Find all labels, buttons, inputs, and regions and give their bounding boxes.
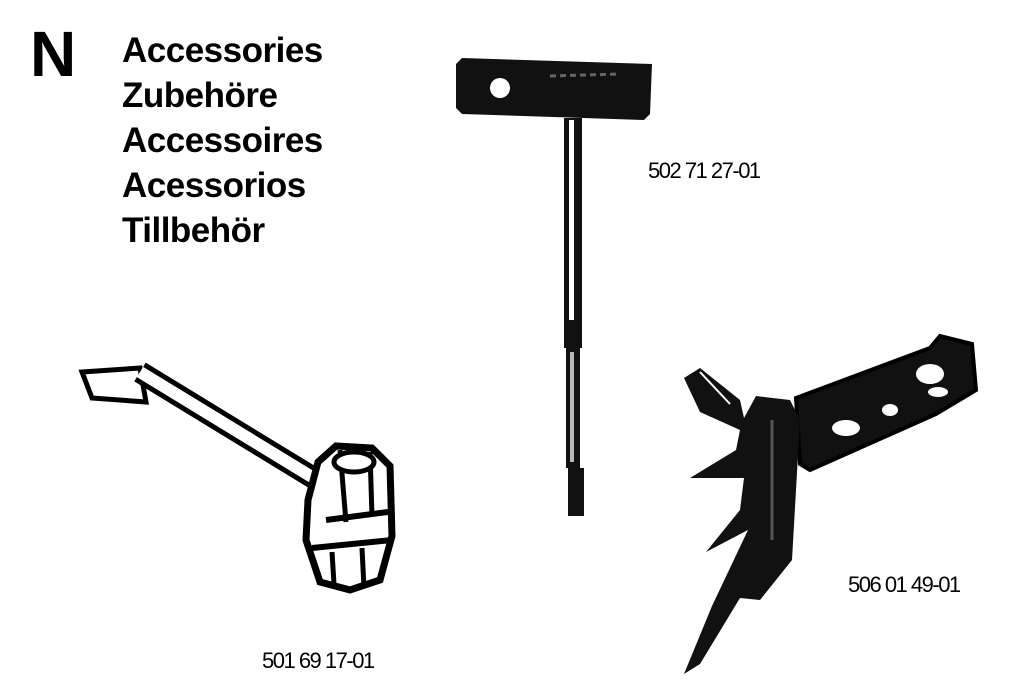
title-french: Accessoires [122,121,323,160]
wrench-screwdriver-blade [78,365,150,405]
bumper-spike-body [684,368,800,674]
torx-driver-shaft [564,118,584,516]
bumper-spike-mounting-plate [793,333,979,473]
part-number-bumper-spike: 506 01 49-01 [848,572,961,597]
wrench-socket [302,442,396,594]
title-german: Zubehöre [122,76,278,115]
wrench-shaft [134,362,336,498]
section-letter: N [30,18,77,90]
title-english: Accessories [122,31,323,70]
torx-driver-handle [456,58,652,120]
title-list: Accessories Zubehöre Accessoires Acessor… [122,28,323,253]
title-swedish: Tillbehör [122,211,265,250]
part-number-torx-driver: 502 71 27-01 [648,158,761,183]
title-spanish: Acessorios [122,166,306,205]
part-number-combination-wrench: 501 69 17-01 [262,648,375,673]
